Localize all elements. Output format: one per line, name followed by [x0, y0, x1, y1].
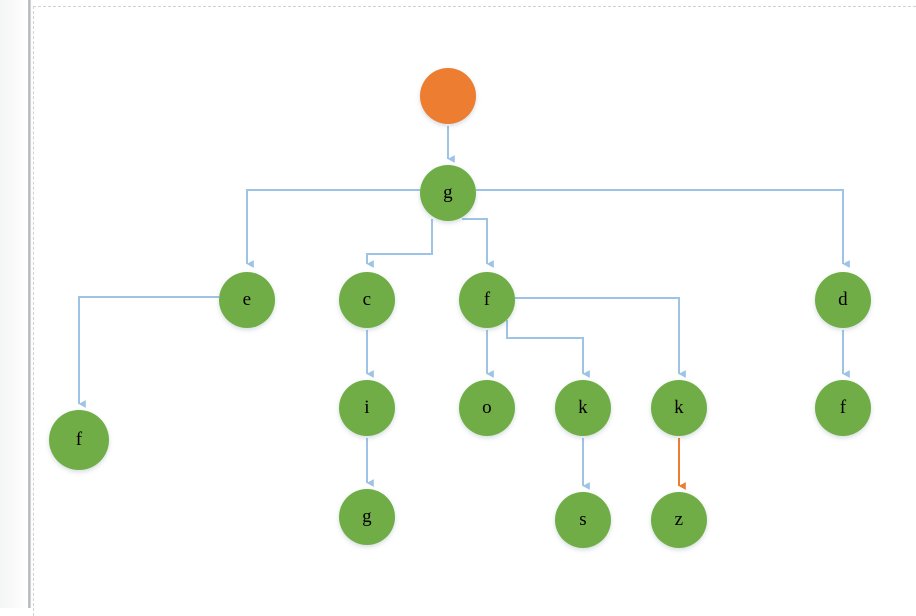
tree-node-n0-root[interactable]: [420, 68, 476, 124]
tree-node-label: k: [578, 396, 588, 418]
tree-node-n8-o[interactable]: o: [459, 380, 515, 436]
edge-n1-to-n4[interactable]: [462, 218, 494, 268]
edge-n1-to-n2[interactable]: [246, 189, 420, 268]
tree-node-n13-s[interactable]: s: [555, 492, 611, 548]
page-edge-highlight: [31, 0, 33, 608]
tree-node-n10-k[interactable]: k: [651, 380, 707, 436]
tree-node-label: f: [483, 288, 491, 310]
page-gutter: [0, 0, 28, 608]
tree-node-n12-g[interactable]: g: [339, 489, 395, 545]
tree-node-label: f: [75, 428, 83, 450]
tree-node-n4-f[interactable]: f: [459, 272, 515, 328]
tree-node-label: e: [242, 288, 252, 310]
tree-node-n1-g[interactable]: g: [420, 165, 476, 221]
edge-n1-to-n3[interactable]: [366, 219, 433, 268]
tree-node-n14-z[interactable]: z: [651, 492, 707, 548]
tree-node-label: s: [579, 508, 587, 530]
edge-n4-to-n9[interactable]: [506, 320, 590, 378]
tree-node-label: g: [443, 181, 453, 203]
edge-n2-to-n6[interactable]: [78, 296, 219, 408]
tree-node-n7-i[interactable]: i: [339, 380, 395, 436]
tree-node-label: f: [839, 396, 847, 418]
tree-node-label: g: [362, 505, 372, 527]
tree-node-n2-e[interactable]: e: [219, 272, 275, 328]
tree-node-n6-f[interactable]: f: [49, 410, 109, 470]
page-edge-shadow: [28, 0, 31, 608]
tree-node-label: o: [482, 396, 492, 418]
tree-node-label: c: [362, 288, 372, 310]
tree-node-n9-k[interactable]: k: [555, 380, 611, 436]
tree-node-n5-d[interactable]: d: [815, 272, 871, 328]
tree-node-label: z: [674, 508, 684, 530]
tree-node-label: i: [364, 396, 370, 418]
edge-n1-to-n5[interactable]: [476, 189, 850, 268]
tree-node-n11-f[interactable]: f: [815, 380, 871, 436]
edge-n4-to-n10[interactable]: [515, 297, 686, 378]
tree-node-label: d: [838, 288, 848, 310]
tree-node-label: k: [674, 396, 684, 418]
tree-node-n3-c[interactable]: c: [339, 272, 395, 328]
